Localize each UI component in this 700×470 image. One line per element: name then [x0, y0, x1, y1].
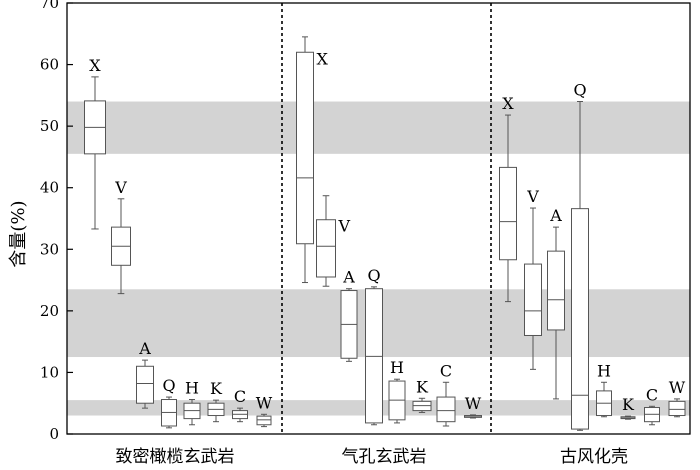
- box-g1-a-iqr: [136, 365, 154, 404]
- group-label-3: 古风化壳: [560, 447, 628, 467]
- group-label-1: 致密橄榄玄武岩: [116, 447, 235, 467]
- box-g2-v-label: V: [338, 217, 351, 236]
- box-g1-k-label: K: [210, 379, 223, 398]
- box-g3-w-iqr: [668, 400, 686, 417]
- box-g1-c-label: C: [234, 387, 246, 406]
- box-g2-c-label: C: [440, 361, 452, 380]
- box-g3-w-label: W: [669, 378, 686, 397]
- y-tick-label-20: 20: [40, 302, 59, 320]
- box-g3-v-label: V: [526, 187, 539, 206]
- box-g3-k-label: K: [622, 395, 635, 414]
- box-g3-v-iqr: [524, 263, 542, 336]
- group-labels: 致密橄榄玄武岩 气孔玄武岩 古风化壳: [116, 447, 629, 467]
- box-g3-q-iqr: [571, 208, 589, 430]
- y-tick-label-0: 0: [49, 425, 59, 443]
- box-g3-h-label: H: [597, 361, 611, 380]
- box-g3-x-label: X: [502, 94, 514, 113]
- box-g2-k-label: K: [416, 377, 429, 396]
- box-g1-w-label: W: [256, 393, 273, 412]
- box-g3-q-label: Q: [573, 81, 586, 100]
- box-g3-a-iqr: [547, 250, 565, 331]
- box-g1-w-iqr: [256, 415, 272, 426]
- box-g2-a-label: A: [342, 268, 355, 287]
- box-g1-v-label: V: [114, 178, 127, 197]
- box-g3-x-iqr: [499, 166, 517, 261]
- y-tick-label-50: 50: [40, 117, 59, 135]
- box-g2-v-iqr: [316, 219, 336, 278]
- box-g2-q-label: Q: [367, 266, 380, 285]
- box-g1-h-label: H: [185, 379, 199, 398]
- box-g2-h-label: H: [390, 358, 404, 377]
- y-tick-label-30: 30: [40, 240, 59, 258]
- box-g3-c-label: C: [646, 385, 658, 404]
- box-g1-q-label: Q: [162, 376, 175, 395]
- y-axis: 0 10 20 30 40 50 60 70: [40, 0, 73, 443]
- group-label-2: 气孔玄武岩: [342, 447, 427, 467]
- box-g2-q-iqr: [365, 288, 383, 424]
- plot-border: [66, 2, 691, 435]
- y-tick-label-70: 70: [40, 0, 59, 12]
- box-g3-a-label: A: [549, 206, 562, 225]
- y-axis-title: 含量(%): [8, 200, 29, 267]
- box-g2-x-label: X: [317, 49, 329, 68]
- box-g1-a-label: A: [138, 339, 151, 358]
- box-g2-x-iqr: [296, 51, 314, 245]
- box-g1-x-label: X: [89, 56, 101, 75]
- box-g2-w-label: W: [465, 394, 482, 413]
- shaded-band-2: [67, 101, 690, 154]
- y-tick-label-40: 40: [40, 179, 59, 197]
- y-tick-label-60: 60: [40, 56, 59, 74]
- box-g2-c-iqr: [436, 396, 456, 423]
- plot-frame: [66, 2, 691, 435]
- y-tick-label-10: 10: [40, 363, 59, 381]
